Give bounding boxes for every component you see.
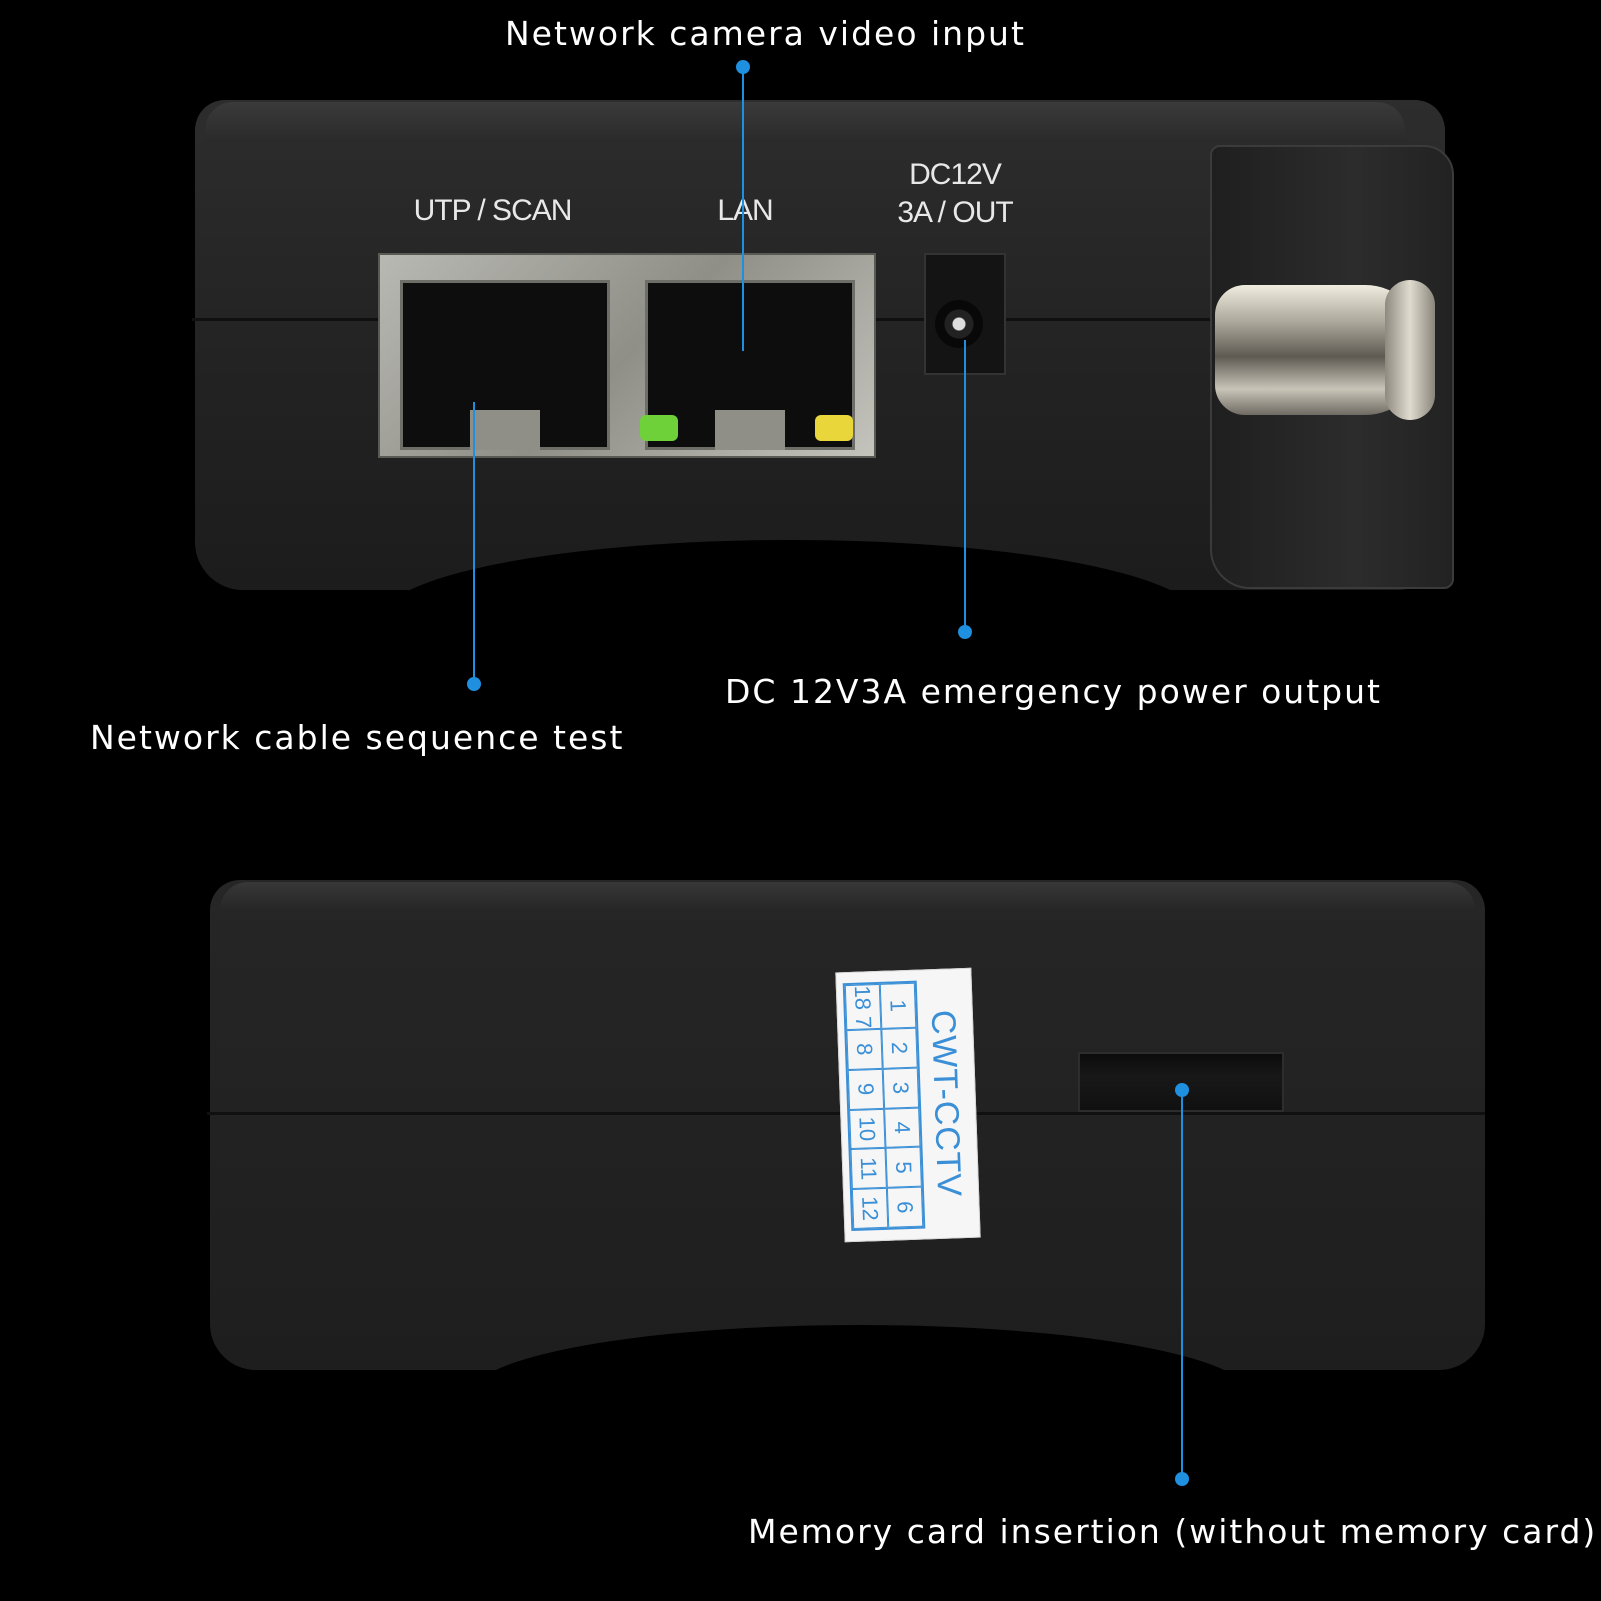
- sticker-cell: 2: [881, 1027, 918, 1069]
- memory-leader-line: [1181, 1090, 1183, 1480]
- sticker-cell: 9: [847, 1068, 885, 1110]
- cable-leader-line: [473, 402, 475, 684]
- utp-latch: [470, 410, 540, 450]
- sticker-cell: 12: [851, 1187, 889, 1229]
- green-led: [640, 415, 678, 441]
- power-leader-dot: [958, 625, 972, 639]
- yellow-led: [815, 415, 853, 441]
- sticker-cell: 18 7: [844, 983, 882, 1030]
- sticker-cell: 4: [884, 1107, 921, 1149]
- sticker-cell: 5: [885, 1146, 922, 1188]
- camera-leader-dot: [736, 60, 750, 74]
- sticker-brand: CWT-CCTV: [923, 1009, 969, 1198]
- lan-latch: [715, 410, 785, 450]
- inspection-sticker: CWT-CCTV 1 2 3 4 5 6 18 7 8 9 10 11 12: [835, 967, 981, 1243]
- utp-scan-label: UTP / SCAN: [413, 194, 573, 227]
- side-lid: [220, 882, 1475, 910]
- sticker-cell: 1: [879, 982, 917, 1029]
- top-lid: [205, 102, 1405, 142]
- dc-label-line1: DC12V: [909, 158, 1002, 191]
- camera-leader-line: [742, 66, 744, 351]
- cable-leader-dot: [467, 677, 481, 691]
- cable-test-callout: Network cable sequence test: [90, 718, 625, 757]
- dc-power-callout: DC 12V3A emergency power output: [725, 672, 1382, 711]
- dc-jack-hole: [935, 300, 983, 348]
- dc-label-line2: 3A / OUT: [897, 196, 1013, 229]
- power-leader-line: [964, 340, 966, 632]
- sticker-cell: 11: [850, 1148, 887, 1190]
- memory-card-callout: Memory card insertion (without memory ca…: [748, 1512, 1598, 1551]
- lan-label: LAN: [717, 194, 773, 227]
- memory-leader-dot-top: [1175, 1083, 1189, 1097]
- network-camera-callout: Network camera video input: [505, 14, 1026, 53]
- sticker-grid: 1 2 3 4 5 6 18 7 8 9 10 11 12: [842, 980, 926, 1232]
- sticker-cell: 10: [849, 1108, 886, 1150]
- sticker-cell: 3: [882, 1067, 920, 1109]
- bnc-ring: [1385, 280, 1435, 420]
- sticker-cell: 8: [846, 1028, 883, 1070]
- memory-leader-dot-bottom: [1175, 1472, 1189, 1486]
- sticker-cell: 6: [886, 1186, 924, 1228]
